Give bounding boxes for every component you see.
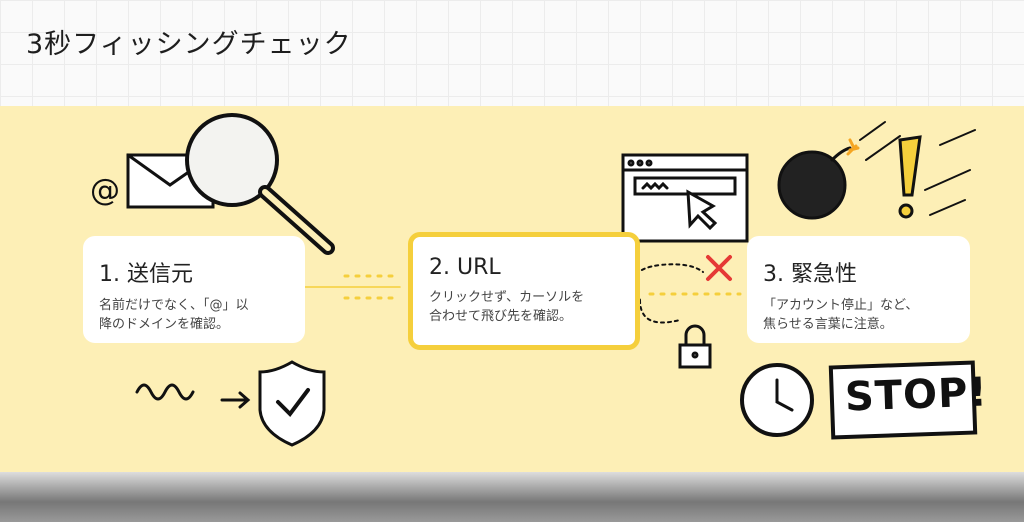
stop-sign-icon <box>828 360 978 440</box>
card-url: 2. URL クリックせず、カーソルを合わせて飛び先を確認。 <box>408 232 640 350</box>
card-urgency: 3. 緊急性 「アカウント停止」など、焦らせる言葉に注意。 <box>747 236 970 343</box>
card-sender: 1. 送信元 名前だけでなく、「@」以降のドメインを確認。 <box>83 236 305 343</box>
red-x-icon <box>706 255 732 281</box>
card-text: クリックせず、カーソルを合わせて飛び先を確認。 <box>429 290 585 324</box>
redirect-arrow-icon <box>632 263 704 324</box>
magnifier-icon <box>185 113 335 255</box>
bomb-icon <box>777 138 860 220</box>
card-heading: 1. 送信元 <box>99 262 193 287</box>
at-sign-icon: @ <box>90 173 120 208</box>
browser-window-icon <box>621 153 749 243</box>
page-title: 3秒フィッシングチェック <box>26 29 352 60</box>
header: 3秒フィッシングチェック <box>0 0 1024 106</box>
svg-text:@: @ <box>90 173 120 208</box>
lock-icon <box>678 324 712 369</box>
card-text: 名前だけでなく、「@」以降のドメインを確認。 <box>99 298 249 332</box>
speed-lines-icon <box>859 121 976 216</box>
wave-icon <box>135 383 195 401</box>
dotted-arrow-1 <box>304 274 401 300</box>
arrow-icon <box>220 391 251 409</box>
card-heading: 3. 緊急性 <box>763 262 857 287</box>
stop-sign-text: STOP! <box>844 369 989 421</box>
bottom-bar <box>0 472 1024 522</box>
card-text: 「アカウント停止」など、焦らせる言葉に注意。 <box>763 298 919 332</box>
shield-check-icon <box>258 360 326 447</box>
card-heading: 2. URL <box>429 255 501 280</box>
clock-icon <box>740 363 814 437</box>
exclamation-icon <box>898 135 922 219</box>
